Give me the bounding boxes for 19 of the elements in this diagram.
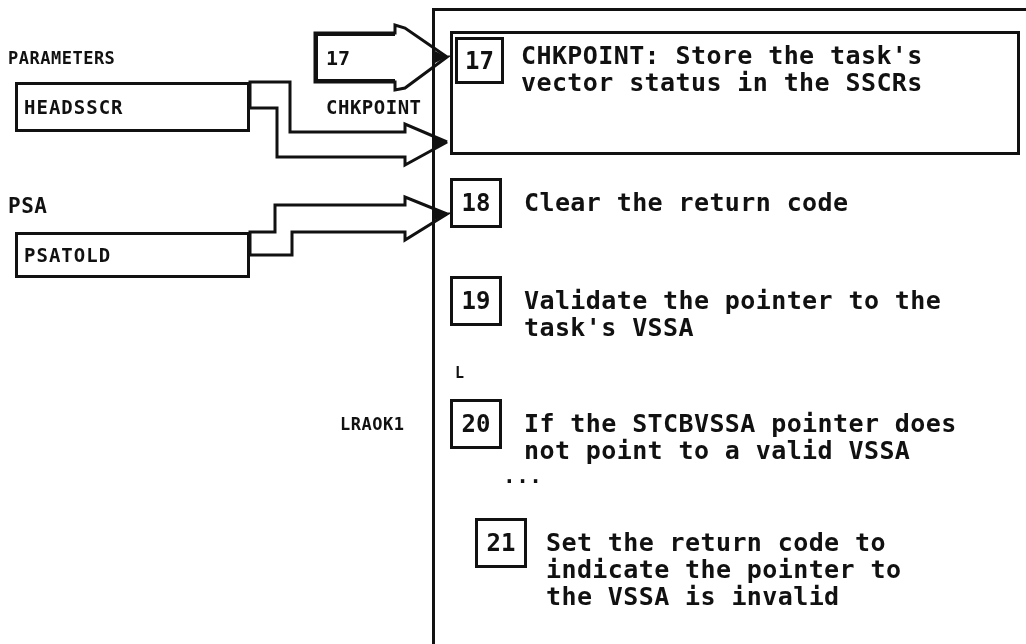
annotation-label: PARAMETERS (8, 50, 116, 67)
entry-label: CHKPOINT (326, 98, 422, 117)
data-field-box: HEADSSCR (15, 82, 250, 132)
step-text: Set the return code to indicate the pointer to the VSSA is invalid (546, 529, 903, 610)
step-text: If the STCBVSSA pointer does not point to a valid VSSA (524, 410, 958, 464)
block-arrow (248, 194, 453, 257)
annotation-label: ... (503, 466, 543, 487)
step-text: Clear the return code (524, 189, 850, 216)
annotation-label: L (455, 366, 465, 381)
step-number: 17 (455, 37, 504, 84)
step-text: CHKPOINT: Store the task's vector status in the SSCRs (521, 42, 924, 96)
data-field-box: PSATOLD (15, 232, 250, 278)
annotation-label: PSA (8, 196, 48, 217)
annotation-label: LRAOK1 (340, 416, 405, 433)
block-arrow (248, 80, 449, 168)
step-box (450, 31, 1020, 155)
block-arrow (313, 23, 452, 92)
process-panel (432, 8, 1026, 644)
step-text: Validate the pointer to the task's VSSA (524, 287, 943, 341)
